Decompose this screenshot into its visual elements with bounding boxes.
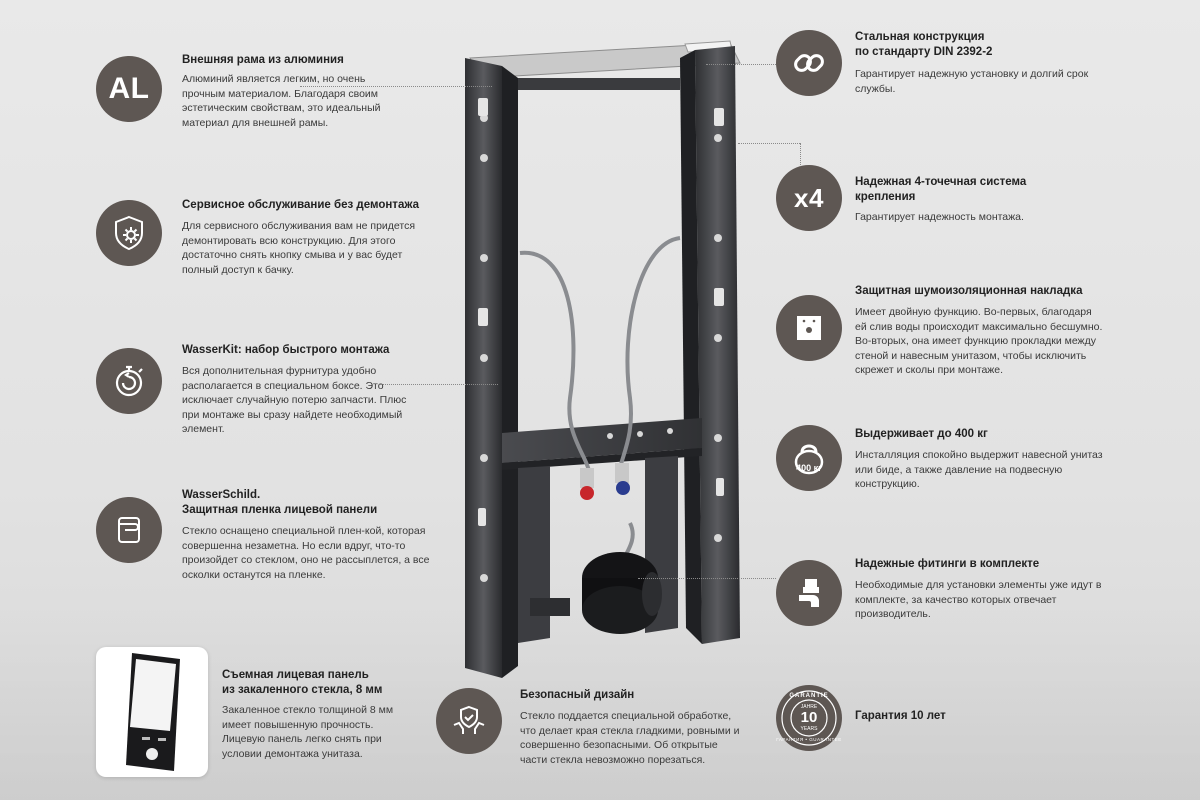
noise-title: Защитная шумоизоляционная накладка bbox=[855, 285, 1083, 297]
warranty-badge-jahre: JAHRE bbox=[800, 704, 818, 710]
fittings-leader bbox=[638, 578, 776, 579]
fittings-title: Надежные фитинги в комплекте bbox=[855, 558, 1040, 570]
wasserschild-title: WasserSchild. Защитная пленка лицевой па… bbox=[182, 489, 378, 516]
four-point-leader-v bbox=[800, 143, 801, 165]
warranty-badge-top: GARANTIE bbox=[789, 693, 829, 699]
steel-leader bbox=[706, 64, 776, 65]
aluminium-icon-text: AL bbox=[108, 72, 150, 105]
glass-panel-card bbox=[96, 647, 208, 777]
four-point-desc: Гарантирует надежность монтажа. bbox=[855, 211, 1024, 223]
steel-title: Стальная конструкция по стандарту DIN 23… bbox=[855, 31, 993, 58]
load-title: Выдерживает до 400 кг bbox=[855, 428, 988, 440]
glass-panel-image bbox=[126, 653, 180, 771]
fittings-desc: Необходимые для установки элементы уже и… bbox=[855, 579, 1102, 620]
warranty-title: Гарантия 10 лет bbox=[855, 710, 946, 722]
warranty-badge-bottom: ГАРАНТИЯ • GUARANTEE bbox=[776, 737, 842, 742]
service-title: Сервисное обслуживание без демонтажа bbox=[182, 199, 420, 211]
warranty-badge-number: 10 bbox=[800, 709, 818, 726]
warranty-seal-icon: GARANTIE JAHRE 10 YEARS ГАРАНТИЯ • GUARA… bbox=[776, 685, 842, 751]
noise-desc: Имеет двойную функцию. Во-первых, благод… bbox=[855, 306, 1103, 376]
kettlebell-label: 400 кг bbox=[796, 463, 822, 473]
wasserkit-desc: Вся дополнительная фурнитура удобно расп… bbox=[182, 365, 407, 435]
pipe-fitting-icon bbox=[776, 560, 842, 626]
load-desc: Инсталляция спокойно выдержит навесной у… bbox=[855, 449, 1103, 490]
shield-gear-icon bbox=[96, 200, 162, 266]
glass-panel-title: Съемная лицевая панель из закаленного ст… bbox=[222, 669, 383, 696]
aluminium-icon: AL bbox=[96, 56, 162, 122]
aluminium-leader bbox=[300, 86, 492, 87]
chain-link-icon bbox=[776, 30, 842, 96]
hands-shield-icon bbox=[436, 688, 502, 754]
steel-desc: Гарантирует надежную установку и долгий … bbox=[855, 68, 1089, 95]
stopwatch-icon bbox=[96, 348, 162, 414]
installation-frame-illustration bbox=[465, 40, 741, 678]
wasserkit-leader bbox=[380, 384, 498, 385]
service-desc: Для сервисного обслуживания вам не приде… bbox=[182, 220, 416, 276]
kettlebell-icon: 400 кг bbox=[776, 425, 842, 491]
wasserschild-desc: Стекло оснащено специальной плен-кой, ко… bbox=[182, 525, 430, 581]
safe-design-title: Безопасный дизайн bbox=[520, 689, 635, 701]
aluminium-title: Внешняя рама из алюминия bbox=[182, 54, 344, 66]
aluminium-desc: Алюминий является легким, но очень прочн… bbox=[182, 73, 381, 129]
safe-design-desc: Стекло поддается специальной обработке, … bbox=[520, 710, 740, 766]
four-point-title: Надежная 4-точечная система крепления bbox=[855, 176, 1027, 203]
glass-panel-icon bbox=[96, 497, 162, 563]
x4-icon-text: x4 bbox=[794, 182, 824, 213]
wall-plate-icon bbox=[776, 295, 842, 361]
x4-icon: x4 bbox=[776, 165, 842, 231]
wasserkit-title: WasserKit: набор быстрого монтажа bbox=[182, 344, 390, 356]
warranty-badge-years: YEARS bbox=[800, 726, 818, 732]
glass-panel-desc: Закаленное стекло толщиной 8 мм имеет по… bbox=[222, 704, 394, 760]
four-point-leader-h bbox=[738, 143, 800, 144]
